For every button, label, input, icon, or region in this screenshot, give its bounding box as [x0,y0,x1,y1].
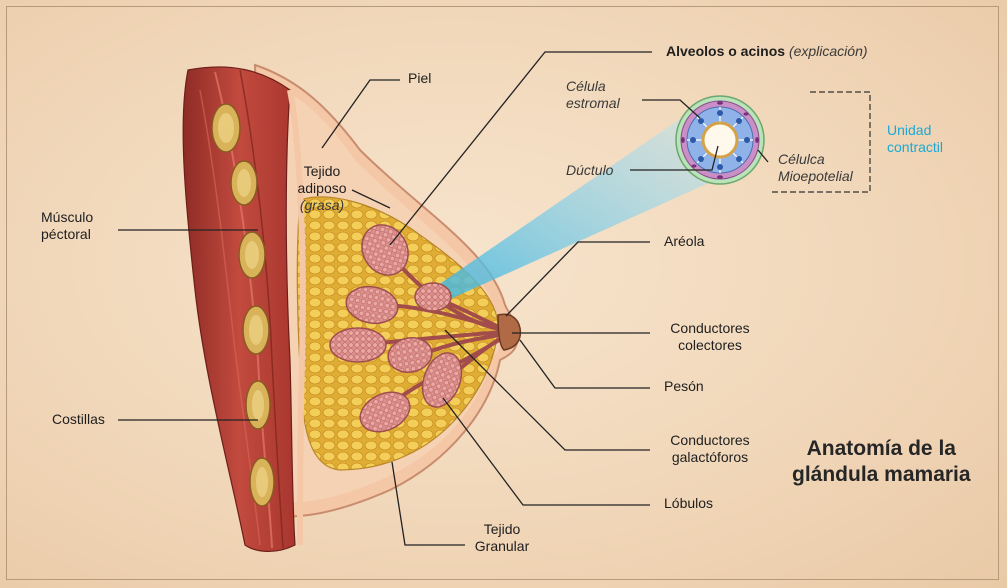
label-tejido-adiposo-line2: adiposo [290,180,354,197]
label-musculo-line2: péctoral [41,226,93,243]
label-conductores-galacto-line2: galactóforos [660,449,760,466]
label-tejido-granular: Tejido Granular [462,521,542,555]
label-alveolos-italic: (explicación) [789,43,868,59]
label-musculo-pectoral: Músculo péctoral [41,209,93,243]
label-piel: Piel [408,70,431,87]
label-celula-estromal: Célula estromal [566,78,620,112]
title-line1: Anatomía de la [792,436,971,462]
label-tejido-granular-line1: Tejido [462,521,542,538]
label-celula-estromal-line1: Célula [566,78,620,95]
label-unidad-line1: Unidad [887,122,943,139]
label-tejido-adiposo: Tejido adiposo (grasa) [290,163,354,214]
label-peson: Pesón [664,378,704,395]
label-conductores-colectores-line2: colectores [660,337,760,354]
label-tejido-granular-line2: Granular [462,538,542,555]
diagram-title: Anatomía de la glándula mamaria [792,436,971,488]
title-line2: glándula mamaria [792,462,971,488]
label-lobulos: Lóbulos [664,495,713,512]
label-ductulo: Dúctulo [566,162,613,179]
label-areola: Aréola [664,233,704,250]
label-conductores-galacto-line1: Conductores [660,432,760,449]
label-celula-mioepitelial: Célulca Mioepotelial [778,151,853,185]
label-celula-mio-line1: Célulca [778,151,853,168]
label-conductores-galactoforos: Conductores galactóforos [660,432,760,466]
label-alveolos-bold: Alveolos o acinos [666,43,785,59]
label-conductores-colectores-line1: Conductores [660,320,760,337]
alveolus-detail [676,96,764,184]
label-unidad-line2: contractil [887,139,943,156]
label-costillas: Costillas [52,411,105,428]
label-tejido-adiposo-line1: Tejido [290,163,354,180]
label-unidad-contractil: Unidad contractil [887,122,943,156]
label-celula-mio-line2: Mioepotelial [778,168,853,185]
label-celula-estromal-line2: estromal [566,95,620,112]
label-conductores-colectores: Conductores colectores [660,320,760,354]
label-alveolos: Alveolos o acinos (explicación) [666,43,868,60]
label-grasa: (grasa) [290,197,354,214]
label-musculo-line1: Músculo [41,209,93,226]
